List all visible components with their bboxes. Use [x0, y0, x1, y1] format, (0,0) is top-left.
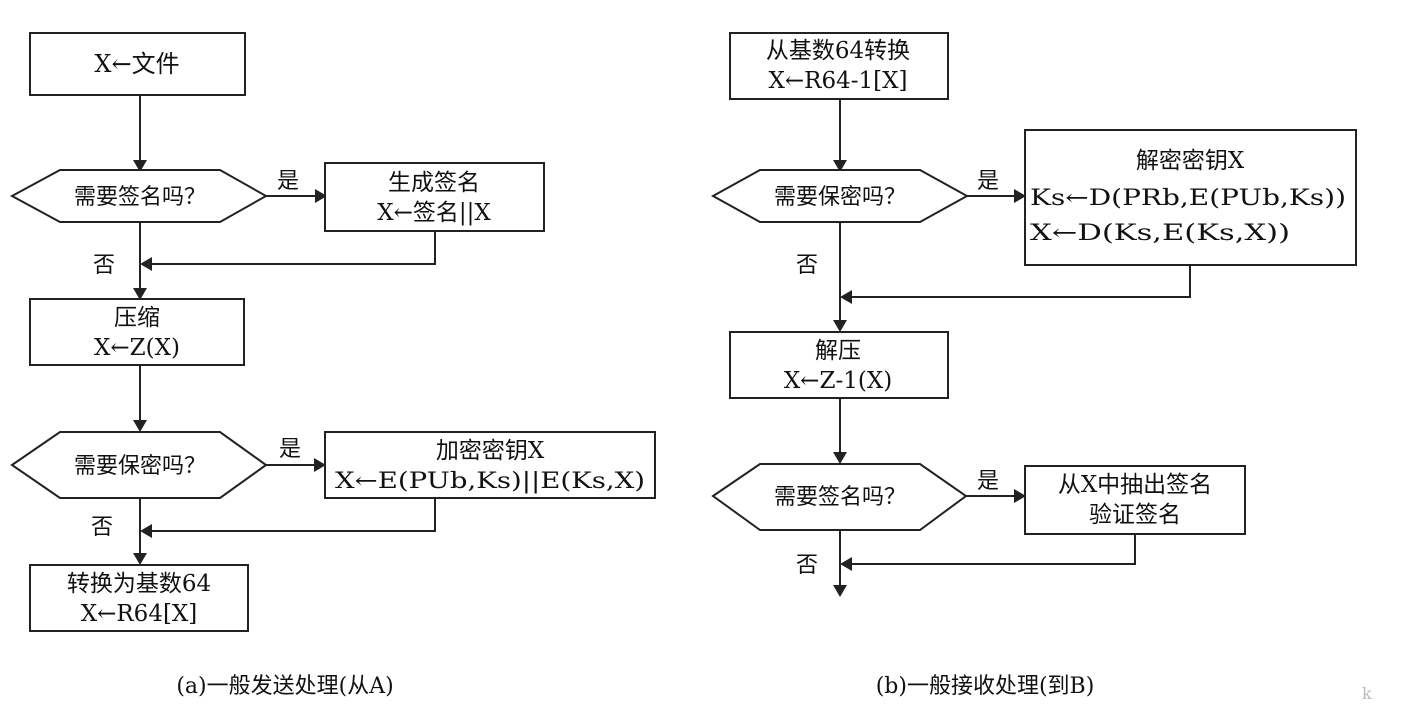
step-encrypt-key-formula: X←E(PUb,Ks)||E(Ks,X)	[335, 469, 645, 494]
label-no: 否	[93, 253, 115, 278]
decision-need-signature-text: 需要签名吗？	[774, 485, 906, 510]
connector-a-return2	[148, 498, 436, 532]
arrowhead-b-end	[833, 585, 847, 597]
step-decrypt-key	[1024, 129, 1357, 266]
label-yes: 是	[277, 169, 299, 194]
label-no: 否	[796, 253, 818, 278]
arrowhead-b-yes1	[1014, 189, 1026, 203]
connector-b-return1	[848, 265, 1191, 298]
step-file-input	[29, 32, 246, 96]
step-compress-title: 压缩	[114, 305, 160, 331]
arrowhead-b1	[833, 160, 847, 172]
arrowhead-a-yes2	[314, 458, 326, 472]
decision-need-signature	[9, 169, 269, 223]
panel-a: X←文件 需要签名吗？ 是 否 生成签名 X←签名||X 压缩 X←Z(X) 需…	[9, 32, 656, 699]
arrowhead-a-return1	[140, 257, 152, 271]
step-generate-signature	[324, 162, 545, 232]
arrowhead-a1	[133, 160, 147, 172]
step-from-radix64	[729, 32, 949, 100]
step-verify-signature-action: 验证签名	[1089, 502, 1181, 528]
arrowhead-a3	[133, 420, 147, 432]
arrowhead-b-return2	[840, 557, 852, 571]
decision-need-confidentiality-text: 需要保密吗？	[774, 185, 906, 210]
connector-a-return1	[148, 231, 436, 265]
label-yes: 是	[279, 437, 301, 462]
arrowhead-b-return1	[840, 290, 852, 304]
label-no: 否	[796, 553, 818, 578]
step-verify-signature	[1024, 465, 1246, 535]
step-generate-signature-formula: X←签名||X	[377, 200, 491, 226]
caption-a: (a)一般发送处理(从A)	[176, 674, 393, 699]
step-from-radix64-title: 从基数64转换	[766, 38, 910, 64]
arrowhead-b3	[833, 452, 847, 464]
decision-need-signature-text: 需要签名吗？	[74, 185, 206, 210]
step-decrypt-key-title: 解密密钥X	[1136, 148, 1245, 174]
label-yes: 是	[977, 169, 999, 194]
step-radix64-convert-title: 转换为基数64	[67, 571, 211, 597]
step-radix64-convert-formula: X←R64[X]	[81, 601, 198, 627]
step-generate-signature-title: 生成签名	[388, 170, 480, 196]
step-compress	[29, 298, 245, 366]
decision-need-signature	[711, 463, 968, 531]
panel-b: 从基数64转换 X←R64-1[X] 需要保密吗？ 是 否 解密密钥X Ks←D…	[710, 32, 1357, 699]
decision-need-confidentiality-text: 需要保密吗？	[74, 454, 206, 479]
corner-mark: k	[1362, 684, 1372, 703]
decision-need-confidentiality	[710, 169, 970, 223]
step-decompress	[729, 331, 949, 399]
step-radix64-convert	[29, 564, 249, 632]
arrowhead-a-return2	[140, 524, 152, 538]
connector-b-return2	[848, 534, 1136, 565]
step-verify-signature-title: 从X中抽出签名	[1058, 472, 1212, 498]
step-encrypt-key-title: 加密密钥X	[436, 438, 545, 464]
decision-need-confidentiality	[10, 431, 268, 499]
arrowhead-a4	[133, 553, 147, 565]
arrowhead-a2	[133, 288, 147, 300]
step-encrypt-key	[324, 431, 656, 499]
arrowhead-b-yes2	[1014, 489, 1026, 503]
arrowhead-b2	[833, 320, 847, 332]
arrowhead-a-yes1	[315, 189, 327, 203]
label-yes: 是	[977, 469, 999, 494]
label-no: 否	[91, 515, 113, 540]
step-from-radix64-formula: X←R64-1[X]	[769, 68, 908, 94]
step-decompress-title: 解压	[815, 338, 861, 364]
step-file-input-text: X←文件	[94, 50, 179, 78]
step-decrypt-key-formula-1: Ks←D(PRb,E(PUb,Ks))	[1030, 186, 1346, 211]
caption-b: (b)一般接收处理(到B)	[876, 674, 1095, 699]
step-decompress-formula: X←Z-1(X)	[784, 368, 892, 394]
step-compress-formula: X←Z(X)	[94, 335, 180, 361]
step-decrypt-key-formula-2: X←D(Ks,E(Ks,X))	[1030, 221, 1290, 246]
